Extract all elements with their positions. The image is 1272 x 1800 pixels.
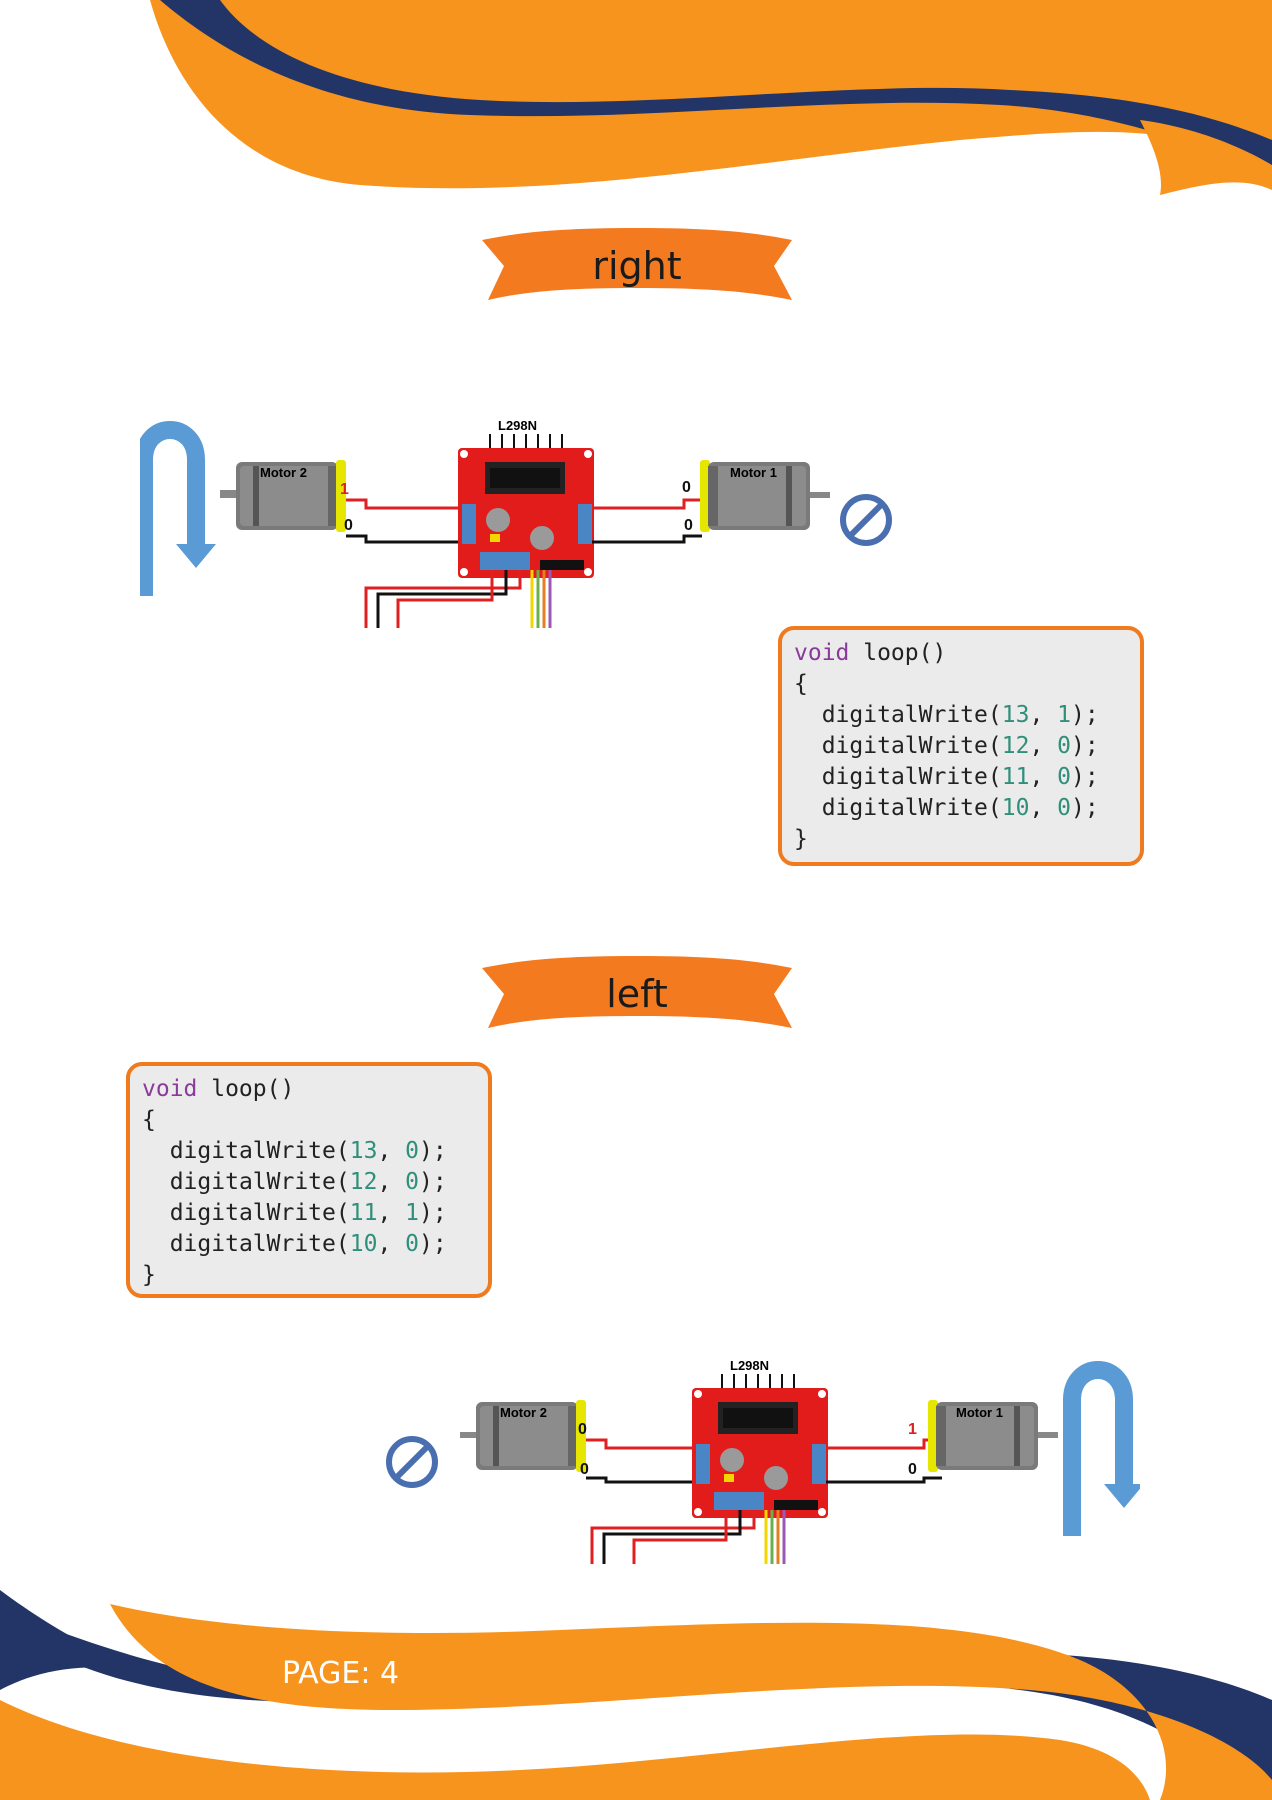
code-line: digitalWrite(12, 0); (169, 1169, 447, 1195)
code-line: digitalWrite(10, 0); (821, 795, 1099, 821)
code-brace-close: } (142, 1262, 156, 1288)
motor-left-label: Motor 2 (260, 465, 307, 480)
turn-arrow-icon (140, 421, 216, 596)
l298n-driver-board: L298N (458, 418, 594, 578)
driver-label: L298N (730, 1358, 769, 1373)
ribbon-shape (482, 228, 792, 300)
motor-right-label: Motor 1 (730, 465, 777, 480)
code-signature: void loop() (794, 640, 947, 666)
pin-label: 1 (340, 481, 349, 498)
section-title: left (606, 972, 668, 1016)
turn-arrow-icon (1063, 1361, 1140, 1536)
code-brace-close: } (794, 826, 808, 852)
motor-right-label: Motor 1 (956, 1405, 1003, 1420)
stop-icon (840, 494, 892, 546)
section-banner-right: right (482, 226, 792, 306)
motor-left-label: Motor 2 (500, 1405, 547, 1420)
code-line: digitalWrite(10, 0); (169, 1231, 447, 1257)
section-banner-left: left (482, 954, 792, 1034)
stop-icon (386, 1436, 438, 1488)
code-signature: void loop() (142, 1076, 295, 1102)
code-line: digitalWrite(11, 0); (821, 764, 1099, 790)
pin-label: 0 (580, 1461, 589, 1478)
code-brace-open: { (142, 1107, 156, 1133)
code-block-left: void loop() { digitalWrite(13, 0); digit… (126, 1062, 492, 1298)
motor-1: Motor 1 (928, 1400, 1058, 1472)
section-title: right (592, 244, 682, 288)
motor-2: Motor 2 (220, 460, 346, 532)
pin-label: 0 (684, 517, 693, 534)
code-line: digitalWrite(13, 0); (169, 1138, 447, 1164)
wiring-diagram-left: Motor 2 0 0 L298N 1 0 (386, 1358, 1140, 1564)
code-line: digitalWrite(11, 1); (169, 1200, 447, 1226)
bottom-wave-decoration (0, 1590, 1272, 1800)
page-number: PAGE: 4 (282, 1656, 400, 1691)
driver-label: L298N (498, 418, 537, 433)
code-brace-open: { (794, 671, 808, 697)
l298n-driver-board: L298N (692, 1358, 828, 1518)
pin-label: 1 (908, 1421, 917, 1438)
top-wave-decoration (150, 0, 1272, 195)
wiring-diagram-right: Motor 2 1 0 L298N 0 0 (140, 418, 892, 628)
pin-label: 0 (908, 1461, 917, 1478)
code-line: digitalWrite(13, 1); (821, 702, 1099, 728)
pin-label: 0 (682, 479, 691, 496)
ribbon-shape (482, 956, 792, 1028)
code-block-right: void loop() { digitalWrite(13, 1); digit… (778, 626, 1144, 866)
code-line: digitalWrite(12, 0); (821, 733, 1099, 759)
motor-1: Motor 1 (700, 460, 830, 532)
motor-2: Motor 2 (460, 1400, 586, 1472)
pin-label: 0 (578, 1421, 587, 1438)
pin-label: 0 (344, 517, 353, 534)
